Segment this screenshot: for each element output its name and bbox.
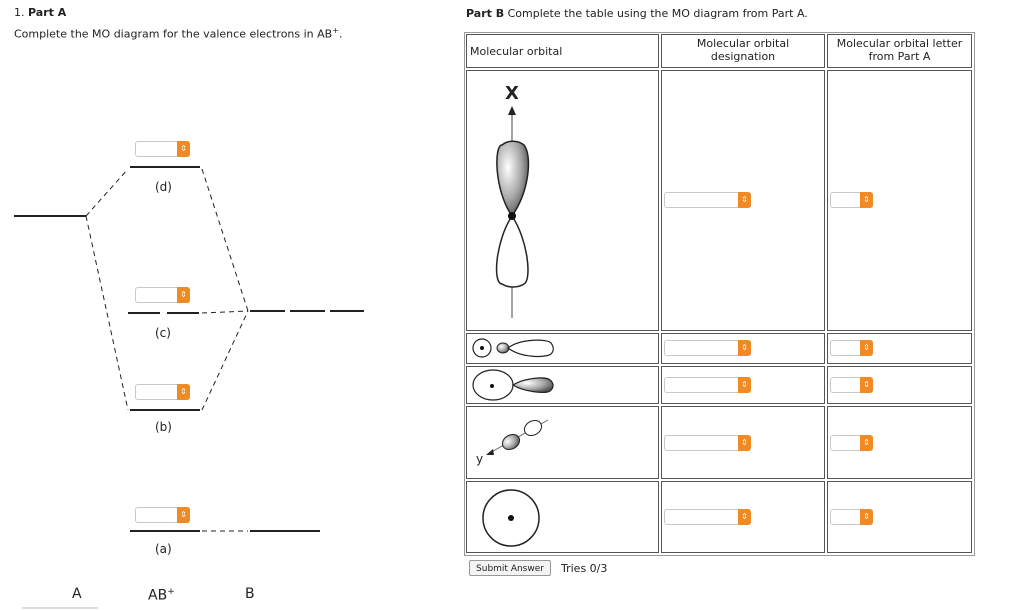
dash-a-to-b <box>85 215 129 411</box>
row4-letter-select[interactable]: ⇕ <box>830 435 873 451</box>
header-col-designation: Molecular orbital designation <box>661 34 825 68</box>
submit-answer-button[interactable]: Submit Answer <box>469 560 551 576</box>
mo-level-b-select[interactable]: ⇕ <box>135 384 190 400</box>
header-col-letter-line2: from Part A <box>868 50 931 63</box>
chevron-updown-icon: ⇕ <box>738 377 751 393</box>
chevron-updown-icon: ⇕ <box>860 509 873 525</box>
header-col-designation-line2: designation <box>710 50 776 63</box>
row5-letter-select[interactable]: ⇕ <box>830 509 873 525</box>
question-number: 1. <box>14 6 25 19</box>
dash-c-to-b-atom <box>201 310 249 314</box>
chevron-updown-icon: ⇕ <box>860 340 873 356</box>
chevron-updown-icon: ⇕ <box>860 435 873 451</box>
header-col-letter-line1: Molecular orbital letter <box>836 37 963 50</box>
orbital-row4 <box>486 419 549 455</box>
row4-orbital-cell <box>466 406 659 479</box>
mo-level-d-label: (d) <box>155 180 172 194</box>
dash-d-to-b-atom <box>201 168 249 312</box>
molecule-charge: + <box>167 587 175 597</box>
header-col-orbital: Molecular orbital <box>466 34 659 68</box>
p-orbital-vertical <box>495 106 530 318</box>
chevron-updown-icon: ⇕ <box>177 507 190 523</box>
orbital-drawings: X y <box>472 83 554 547</box>
orbital-row3 <box>472 369 554 401</box>
molecule-label: AB+ <box>148 587 175 604</box>
axis-x-label: X <box>505 83 519 104</box>
header-col-letter: Molecular orbital letter from Part A <box>827 34 972 68</box>
chevron-updown-icon: ⇕ <box>177 141 190 157</box>
header-col-orbital-text: Molecular orbital <box>470 45 563 58</box>
part-b-instruction: Complete the table using the MO diagram … <box>507 7 808 20</box>
chevron-updown-icon: ⇕ <box>177 287 190 303</box>
mo-level-c-select[interactable]: ⇕ <box>135 287 190 303</box>
mo-level-a-select[interactable]: ⇕ <box>135 507 190 523</box>
chevron-updown-icon: ⇕ <box>738 509 751 525</box>
orbital-row2 <box>472 338 554 358</box>
instruction-period: . <box>338 27 343 41</box>
chevron-updown-icon: ⇕ <box>860 377 873 393</box>
chevron-updown-icon: ⇕ <box>738 192 751 208</box>
chevron-updown-icon: ⇕ <box>738 435 751 451</box>
mo-level-a-label: (a) <box>155 542 172 556</box>
atom-b-label: B <box>245 586 255 602</box>
part-a-instruction: Complete the MO diagram for the valence … <box>14 26 342 41</box>
row1-orbital-cell <box>466 70 659 331</box>
molecule-formula: AB <box>148 587 168 604</box>
row1-letter-select[interactable]: ⇕ <box>830 192 873 208</box>
chevron-updown-icon: ⇕ <box>738 340 751 356</box>
row2-letter-select[interactable]: ⇕ <box>830 340 873 356</box>
dash-b-to-b-atom <box>201 310 249 411</box>
part-a-title: Part A <box>28 6 67 19</box>
mo-level-c-label: (c) <box>155 326 171 340</box>
row2-designation-select[interactable]: ⇕ <box>664 340 751 356</box>
orbital-row5 <box>482 489 540 547</box>
part-a-heading: 1. Part A <box>14 6 66 19</box>
row1-designation-select[interactable]: ⇕ <box>664 192 751 208</box>
row4-designation-select[interactable]: ⇕ <box>664 435 751 451</box>
charge-superscript: + <box>332 26 339 35</box>
row3-letter-select[interactable]: ⇕ <box>830 377 873 393</box>
mo-diagram-svg <box>14 166 364 609</box>
table-frame <box>464 32 975 556</box>
atom-a-label: A <box>72 586 82 602</box>
mo-level-d-select[interactable]: ⇕ <box>135 141 190 157</box>
part-b-title: Part B <box>466 7 505 20</box>
tries-counter: Tries 0/3 <box>561 562 608 575</box>
dash-a-to-d <box>85 168 129 217</box>
chevron-updown-icon: ⇕ <box>860 192 873 208</box>
mo-level-b-label: (b) <box>155 420 172 434</box>
row5-designation-select[interactable]: ⇕ <box>664 509 751 525</box>
axis-y-label: y <box>476 452 483 466</box>
part-b-heading: Part B Complete the table using the MO d… <box>466 7 808 20</box>
part-a-instruction-text: Complete the MO diagram for the valence … <box>14 27 333 41</box>
row3-designation-select[interactable]: ⇕ <box>664 377 751 393</box>
chevron-updown-icon: ⇕ <box>177 384 190 400</box>
header-col-designation-line1: Molecular orbital <box>696 37 790 50</box>
